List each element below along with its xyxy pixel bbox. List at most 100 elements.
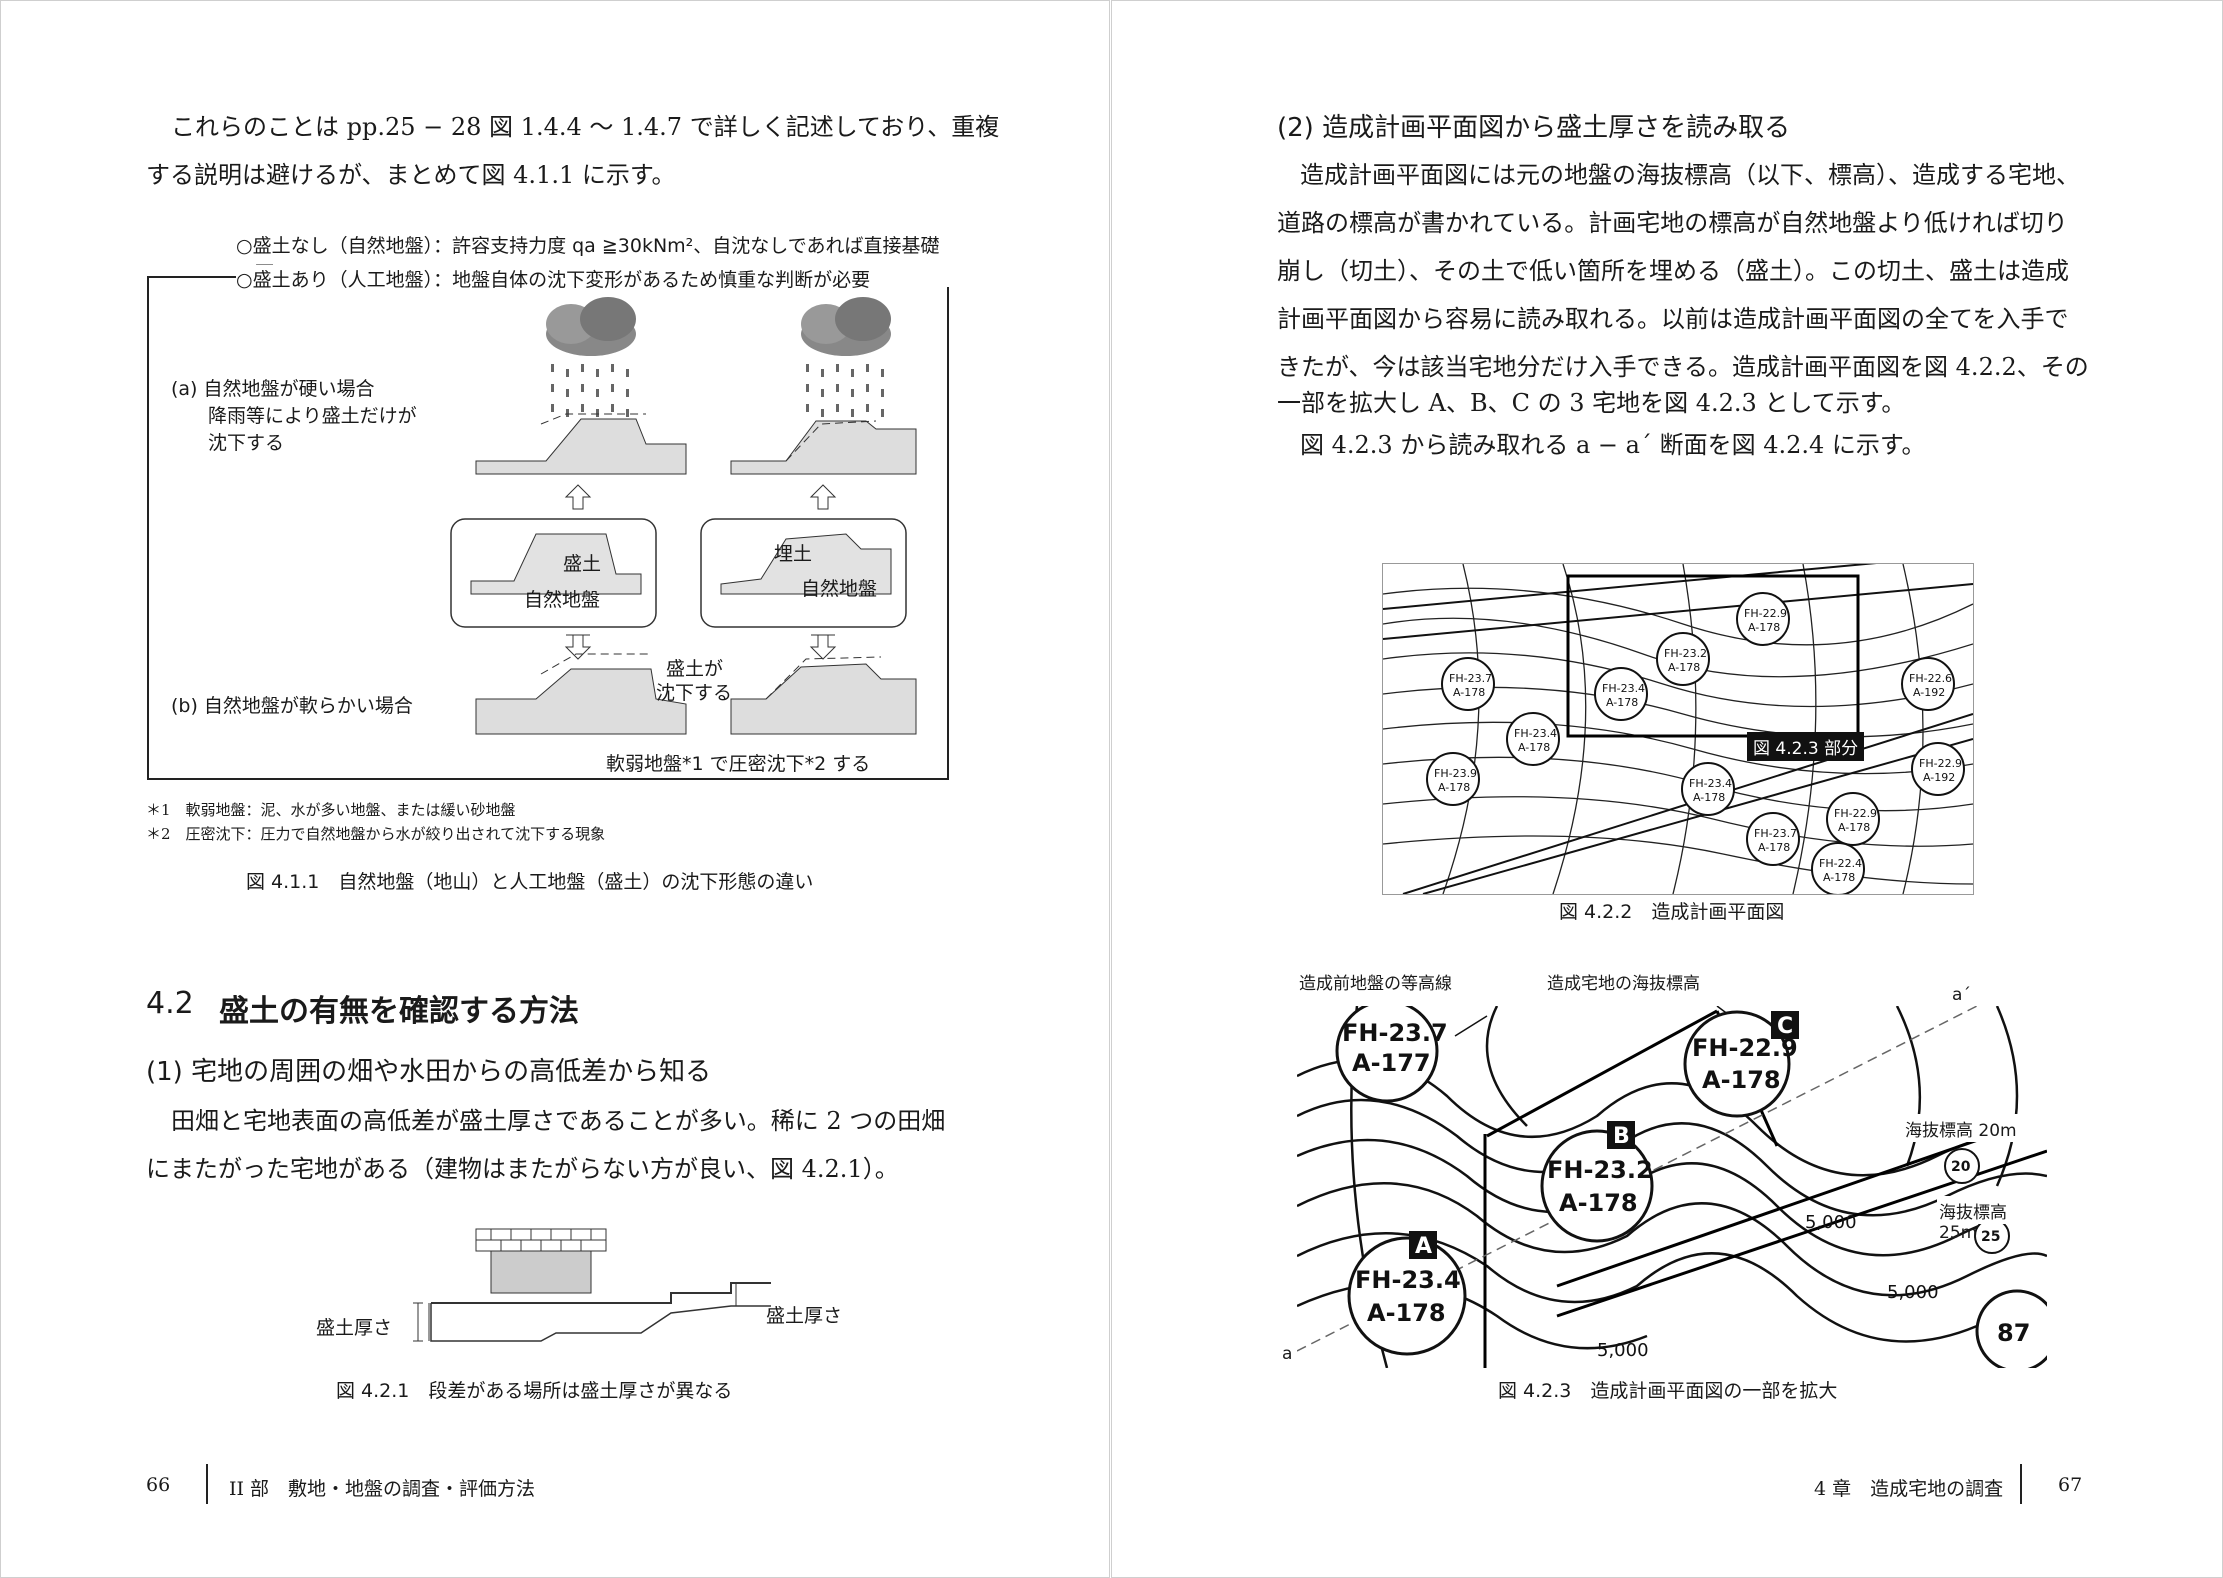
lot-area: A-192 xyxy=(1913,686,1945,699)
step-fill-diagram xyxy=(413,1228,771,1342)
footer-divider xyxy=(206,1464,208,1504)
arrow-up-icon xyxy=(564,484,592,510)
marker-a xyxy=(1409,1231,1437,1259)
right-page: (2) 造成計画平面図から盛土厚さを読み取る 造成計画平面図には元の地盤の海抜標… xyxy=(1111,0,2223,1578)
lot-b-fh: FH-23.2 xyxy=(1547,1156,1653,1184)
elevation-25m-label: 海抜標高 25m xyxy=(1939,1203,2007,1243)
contour-label: 造成前地盤の等高線 xyxy=(1299,974,1452,994)
lot-a-area: A-178 xyxy=(1367,1299,1446,1327)
intro-line-2: する説明は避けるが、まとめて図 4.1.1 に示す。 xyxy=(146,161,676,189)
road-width-1: 5,000 xyxy=(1805,1212,1857,1233)
box1-bottom-label: 自然地盤 xyxy=(524,589,601,611)
para-line-4: 計画平面図から容易に読み取れる。以前は造成計画平面図の全てを入手で xyxy=(1277,305,2069,333)
figure-4-1-1: ○盛土なし（自然地盤）：許容支持力度 qa ≧30kNm²、自沈なしであれば直接… xyxy=(146,229,956,789)
settle-label-1: 盛土が xyxy=(666,658,724,680)
rain-drops xyxy=(551,364,884,417)
enlarged-plan-map: FH-23.7 A-177 FH-22.9 A-178 FH-23.2 A-17… xyxy=(1297,1006,2047,1368)
page-number-right: 67 xyxy=(2058,1474,2083,1496)
fill-thickness-right-label: 盛土厚さ xyxy=(766,1305,843,1327)
lot-area: A-178 xyxy=(1438,781,1470,794)
box2-bottom-label: 自然地盤 xyxy=(801,578,878,600)
sub1-line-2: にまたがった宅地がある（建物はまたがらない方が良い、図 4.2.1）。 xyxy=(146,1155,899,1183)
section-number: 4.2 xyxy=(146,986,194,1021)
footnote-2: ＊2 圧密沈下：圧力で自然地盤から水が絞り出されて沈下する現象 xyxy=(146,825,606,843)
arrow-up-icon xyxy=(809,484,837,510)
edge-lot-number: 87 xyxy=(1997,1319,2030,1347)
marker-b xyxy=(1607,1121,1635,1149)
lot-a-fh: FH-23.4 xyxy=(1355,1266,1461,1294)
lot-fh: FH-22.6 xyxy=(1909,672,1952,685)
cloud-icon xyxy=(546,297,636,356)
fig-header-2: ○盛土あり（人工地盤）：地盤自体の沈下変形があるため慎重な判断が必要 xyxy=(236,265,871,292)
box2-top-label: 埋土 xyxy=(774,543,813,565)
settle-label-2: 沈下する xyxy=(656,682,733,704)
lot-fh: FH-23.4 xyxy=(1514,727,1557,740)
lot-fh: FH-23.9 xyxy=(1434,767,1477,780)
lot-fh: FH-23.7 xyxy=(1449,672,1492,685)
tag-25: 25 xyxy=(1981,1229,2000,1245)
subsection-1-title: (1) 宅地の周囲の畑や水田からの高低差から知る xyxy=(146,1057,712,1087)
marker-c-label: C xyxy=(1777,1014,1793,1039)
lot-area: A-178 xyxy=(1668,661,1700,674)
case-a-label: (a) 自然地盤が硬い場合 xyxy=(171,378,375,400)
marker-a-label: A xyxy=(1415,1234,1432,1259)
tag-20: 20 xyxy=(1951,1159,1971,1175)
marker-b-label: B xyxy=(1613,1124,1630,1149)
lot-area: A-178 xyxy=(1823,871,1855,884)
lot-area: A-178 xyxy=(1606,696,1638,709)
case-a-sub1: 降雨等により盛土だけが xyxy=(208,405,417,427)
figure-4-2-2-caption: 図 4.2.2 造成計画平面図 xyxy=(1559,901,1785,923)
intro-line-1: これらのことは pp.25 − 28 図 1.4.4 〜 1.4.7 で詳しく記… xyxy=(171,113,1000,141)
lot-fh: FH-22.4 xyxy=(1819,857,1862,870)
lot-fh: FH-23.4 xyxy=(1602,682,1645,695)
a-prime-label: a´ xyxy=(1952,985,1971,1005)
para-line-2: 道路の標高が書かれている。計画宅地の標高が自然地盤より低ければ切り xyxy=(1277,209,2068,237)
elevation-label: 造成宅地の海抜標高 xyxy=(1547,974,1700,994)
sub1-line-1: 田畑と宅地表面の高低差が盛土厚さであることが多い。稀に 2 つの田畑 xyxy=(171,1107,946,1135)
footer-divider xyxy=(2020,1464,2022,1504)
lot-area: A-178 xyxy=(1518,741,1550,754)
arrow-down-icon xyxy=(809,634,837,660)
footnote-1: ＊1 軟弱地盤：泥、水が多い地盤、または緩い砂地盤 xyxy=(146,801,516,819)
figure-4-2-2: FH-23.7 A-178 FH-23.4 A-178 FH-23.4 A-17… xyxy=(1382,563,1974,895)
lot-b-area: A-178 xyxy=(1559,1189,1638,1217)
case-a-sub2: 沈下する xyxy=(208,432,285,454)
fill-thickness-left-label: 盛土厚さ xyxy=(316,1317,393,1339)
para-line-5: きたが、今は該当宅地分だけ入手できる。造成計画平面図を図 4.2.2、その xyxy=(1277,353,2089,381)
road-width-2: 5,000 xyxy=(1887,1282,1939,1303)
section-title: 盛土の有無を確認する方法 xyxy=(219,994,579,1029)
lot-fh: FH-23.7 xyxy=(1754,827,1797,840)
para-line-1: 造成計画平面図には元の地盤の海抜標高（以下、標高）、造成する宅地、 xyxy=(1300,161,2080,189)
cloud-icon xyxy=(801,297,891,356)
lot-fh: FH-23.2 xyxy=(1664,647,1707,660)
figure-4-2-3: FH-23.7 A-177 FH-22.9 A-178 FH-23.2 A-17… xyxy=(1297,1006,2047,1368)
para-line-7: 図 4.2.3 から読み取れる a − a´ 断面を図 4.2.4 に示す。 xyxy=(1300,431,1926,459)
lot-area: A-178 xyxy=(1758,841,1790,854)
left-page: これらのことは pp.25 − 28 図 1.4.4 〜 1.4.7 で詳しく記… xyxy=(0,0,1110,1578)
box1-top-label: 盛土 xyxy=(563,553,602,575)
lot-fh: FH-22.9 xyxy=(1834,807,1877,820)
road-width-3: 5,000 xyxy=(1597,1340,1649,1361)
lot-area: A-178 xyxy=(1838,821,1870,834)
lot-fh: FH-23.4 xyxy=(1689,777,1732,790)
figure-4-1-1-caption: 図 4.1.1 自然地盤（地山）と人工地盤（盛土）の沈下形態の違い xyxy=(246,871,814,893)
a-label: a xyxy=(1282,1344,1293,1364)
figure-4-2-1: 盛土厚さ 盛土厚さ xyxy=(311,1221,871,1361)
arrow-down-icon xyxy=(564,634,592,660)
inset-label: 図 4.2.3 部分 xyxy=(1747,732,1865,761)
para-line-3: 崩し（切土）、その土で低い箇所を埋める（盛土）。この切土、盛土は造成 xyxy=(1277,257,2069,285)
soft-ground-label: 軟弱地盤*1 で圧密沈下*2 する xyxy=(606,753,871,775)
case-b-label: (b) 自然地盤が軟らかい場合 xyxy=(171,695,413,717)
running-head-left: II 部 敷地・地盤の調査・評価方法 xyxy=(229,1478,536,1500)
figure-4-2-1-caption: 図 4.2.1 段差がある場所は盛土厚さが異なる xyxy=(336,1380,733,1402)
elevation-20m-label: 海抜標高 20m xyxy=(1905,1121,2017,1141)
lot-area: A-192 xyxy=(1923,771,1955,784)
marker-c xyxy=(1771,1011,1799,1039)
chapter-head: 4 章 造成宅地の調査 xyxy=(1814,1478,2004,1500)
page-number-left: 66 xyxy=(146,1474,171,1496)
figure-4-2-3-caption: 図 4.2.3 造成計画平面図の一部を拡大 xyxy=(1498,1380,1838,1402)
lot-fh: FH-22.9 xyxy=(1919,757,1962,770)
para-line-6: 一部を拡大し A、B、C の 3 宅地を図 4.2.3 として示す。 xyxy=(1277,389,1906,417)
lot-fh: FH-22.9 xyxy=(1744,607,1787,620)
top-left-area: A-177 xyxy=(1352,1049,1431,1077)
